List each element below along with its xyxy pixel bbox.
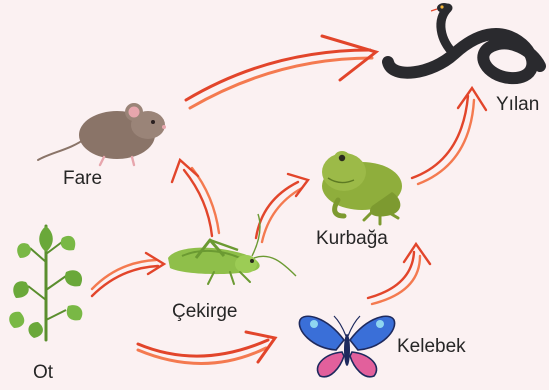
label-yilan: Yılan — [496, 94, 539, 116]
snake-icon — [388, 3, 540, 78]
label-kelebek: Kelebek — [397, 336, 466, 358]
grasshopper-icon — [168, 214, 296, 284]
arrow-ot-kelebek — [138, 332, 275, 364]
frog-icon — [322, 151, 402, 224]
mouse-icon — [38, 103, 166, 165]
arrow-cekirge-fare — [172, 160, 219, 236]
arrow-fare-yilan — [186, 36, 376, 108]
butterfly-icon — [299, 316, 394, 377]
label-ot: Ot — [33, 362, 53, 384]
arrow-cekirge-kurbaga — [256, 174, 308, 242]
arrow-kurbaga-yilan — [412, 88, 486, 184]
arrow-ot-cekirge — [92, 253, 164, 296]
arrow-kelebek-kurbaga — [368, 244, 430, 304]
label-cekirge: Çekirge — [172, 301, 237, 323]
plant-icon — [9, 226, 82, 340]
label-kurbaga: Kurbağa — [316, 228, 388, 250]
label-fare: Fare — [63, 168, 102, 190]
